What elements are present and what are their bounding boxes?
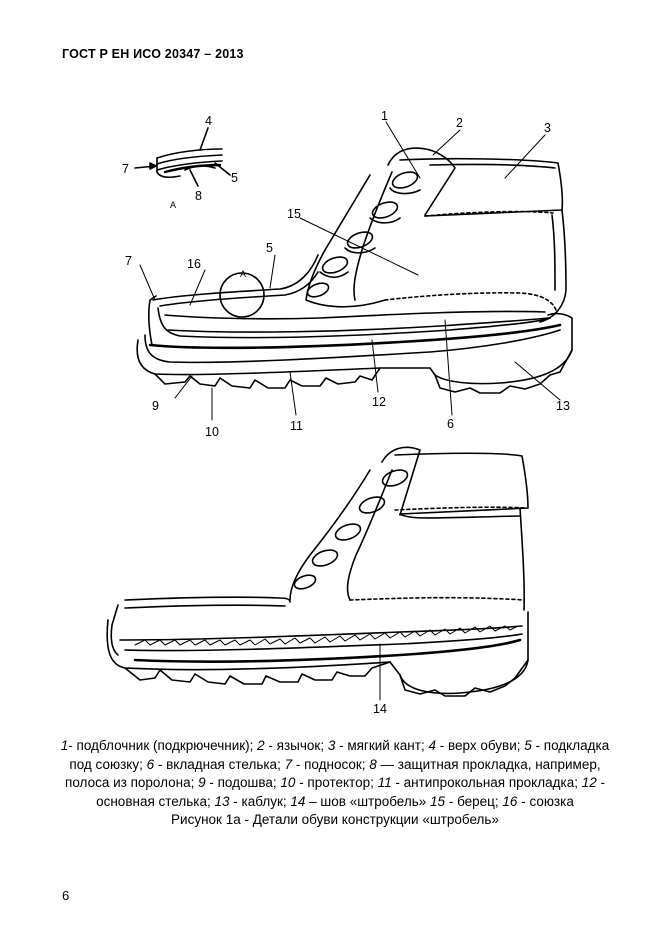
caption-item-number: 16: [502, 793, 518, 809]
caption-item-text: – шов «штробель»: [305, 793, 431, 809]
label-10: 10: [205, 425, 219, 439]
caption-item-number: 6: [146, 756, 155, 772]
caption-item: 4 - верх обуви;: [428, 738, 524, 753]
label-7: 7: [125, 254, 132, 268]
caption-item-number: 11: [377, 775, 392, 790]
label-16: 16: [187, 257, 201, 271]
label-3: 3: [544, 121, 551, 135]
caption-item: 13 - каблук;: [214, 794, 290, 809]
caption-item-text: - язычок;: [264, 738, 328, 753]
page-number: 6: [62, 888, 70, 903]
caption-item-number: 9: [198, 775, 206, 790]
caption-item-number: 4: [428, 738, 436, 753]
caption-item-text: - антипрокольная прокладка;: [391, 775, 582, 790]
caption-item-number: 2: [257, 738, 265, 753]
caption-item: 14 – шов «штробель»: [290, 794, 430, 809]
caption-item-text: — защитная прокладка, например, полоса и…: [65, 756, 601, 791]
cutaway-boot: [137, 148, 572, 393]
figure-labels: 1 2 3 4 5 7 8 А 15 5 7 16 А 9 10 11 12 6…: [122, 109, 570, 716]
caption-item: 9 - подошва;: [198, 775, 280, 790]
caption-item-number: 5: [524, 738, 532, 753]
caption-item: 6 - вкладная стелька;: [147, 757, 285, 772]
caption-item-text: - подкладка под союзку;: [69, 738, 610, 772]
caption-item: 15 - берец;: [430, 794, 502, 809]
caption-item-number: 1: [60, 738, 69, 753]
caption-item-number: 13: [214, 793, 230, 809]
caption-item: 2 - язычок;: [257, 738, 328, 753]
caption-item-text: - союзка: [517, 793, 574, 809]
label-detail-a: А: [170, 200, 176, 210]
label-7-detail: 7: [122, 162, 129, 176]
caption-item: 5 - подкладка под союзку;: [69, 738, 609, 772]
label-2: 2: [456, 116, 463, 130]
detail-a-sketch: [135, 128, 230, 186]
leader-lines-upper: [140, 122, 560, 420]
label-11: 11: [290, 419, 303, 433]
caption-item: 10 - протектор;: [280, 775, 377, 790]
caption-item-text: - подошва;: [205, 775, 281, 790]
caption-item-text: - мягкий кант;: [335, 738, 429, 753]
label-4: 4: [205, 114, 212, 128]
caption-item: 3 - мягкий кант;: [328, 738, 429, 753]
label-8: 8: [195, 189, 202, 203]
label-5: 5: [266, 241, 273, 255]
caption-item-number: 15: [430, 793, 446, 809]
caption-item-text: - протектор;: [295, 775, 378, 790]
figure-title: Рисунок 1а - Детали обуви конструкции «ш…: [171, 812, 499, 827]
figure-caption: 1- подблочник (подкрючечник); 2 - язычок…: [55, 737, 615, 830]
caption-item-number: 14: [290, 793, 306, 809]
caption-item-text: - каблук;: [229, 793, 291, 809]
caption-item-text: - подблочник (подкрючечник);: [68, 738, 258, 753]
caption-item-text: - вкладная стелька;: [154, 756, 285, 772]
caption-legend: 1- подблочник (подкрючечник); 2 - язычок…: [61, 738, 609, 809]
label-15: 15: [287, 207, 301, 221]
label-5-detail: 5: [231, 171, 238, 185]
caption-item-number: 10: [280, 775, 296, 790]
caption-item-number: 8: [369, 756, 377, 772]
caption-item: 16 - союзка: [502, 794, 573, 809]
caption-item-text: - берец;: [445, 793, 503, 809]
caption-item: 8 — защитная прокладка, например, полоса…: [65, 757, 601, 791]
label-6: 6: [447, 417, 454, 431]
caption-item: 11 - антипрокольная прокладка;: [378, 775, 582, 790]
label-circle-a: А: [240, 269, 246, 279]
caption-item-number: 3: [327, 738, 336, 753]
caption-item-text: - основная стелька;: [96, 775, 605, 809]
caption-item-text: - верх обуви;: [435, 738, 525, 753]
label-9: 9: [152, 399, 159, 413]
label-12: 12: [372, 395, 386, 409]
stitched-boot: [107, 447, 528, 696]
document-header: ГОСТ Р ЕН ИСО 20347 – 2013: [62, 47, 244, 61]
label-1: 1: [381, 109, 388, 123]
caption-item: 7 - подносок;: [285, 757, 370, 772]
caption-item: 12 - основная стелька;: [96, 775, 605, 809]
caption-item-number: 7: [284, 756, 293, 772]
label-13: 13: [556, 399, 570, 413]
caption-item: 1- подблочник (подкрючечник);: [61, 738, 257, 753]
caption-item-text: - подносок;: [292, 756, 370, 772]
caption-item-number: 12: [581, 775, 597, 790]
label-14: 14: [373, 702, 387, 716]
